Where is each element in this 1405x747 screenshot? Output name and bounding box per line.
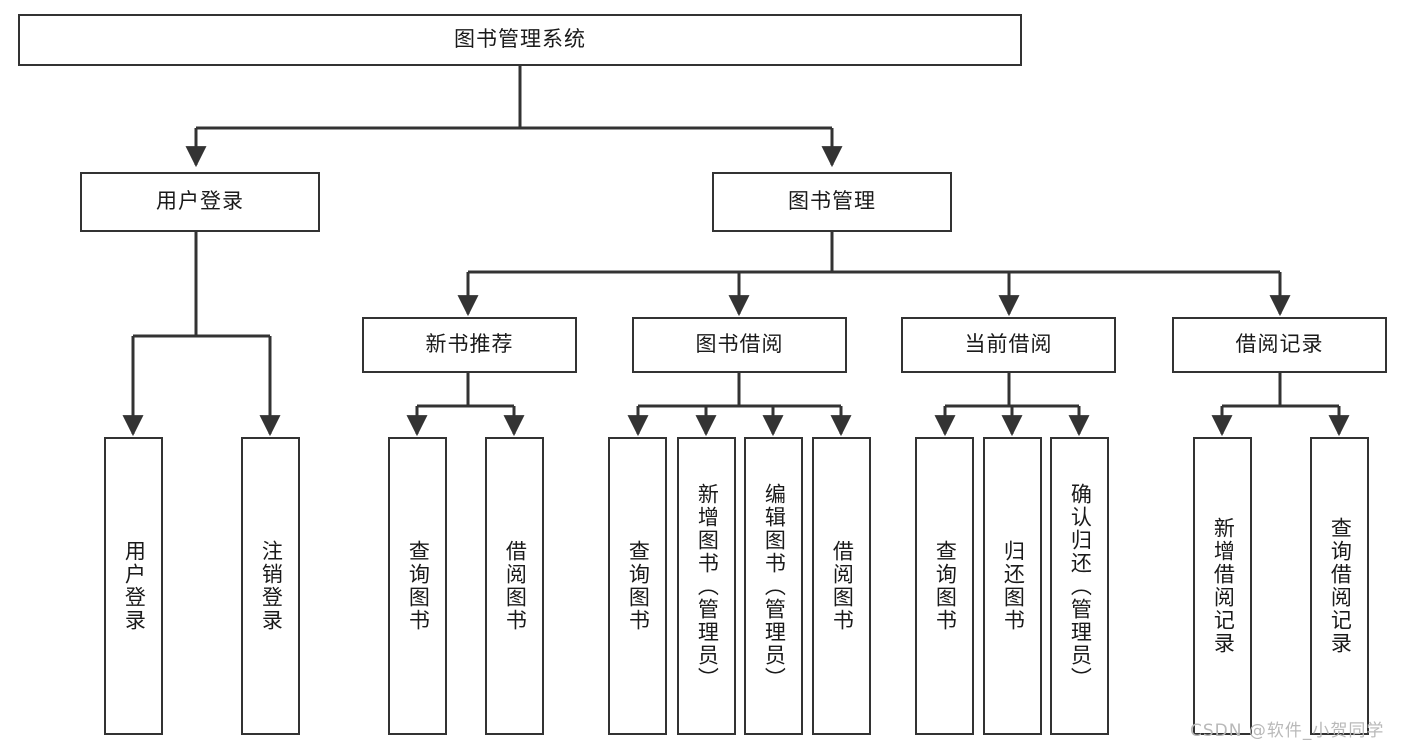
leaf-record-add-borrow-record[interactable]: 新增借阅记录	[1193, 437, 1252, 735]
node-label: 注销登录	[259, 540, 284, 632]
leaf-recommend-borrow-book[interactable]: 借阅图书	[485, 437, 544, 735]
node-root-system[interactable]: 图书管理系统	[18, 14, 1022, 66]
node-label: 归还图书	[1001, 540, 1026, 632]
node-new-book-recommend[interactable]: 新书推荐	[362, 317, 577, 373]
leaf-current-return-book[interactable]: 归还图书	[983, 437, 1042, 735]
leaf-borrow-edit-book-admin[interactable]: 编辑图书（管理员）	[744, 437, 803, 735]
leaf-current-query-book[interactable]: 查询图书	[915, 437, 974, 735]
node-label: 查询借阅记录	[1328, 517, 1353, 655]
node-label: 当前借阅	[964, 332, 1053, 357]
node-label: 借阅记录	[1235, 332, 1324, 357]
node-label: 查询图书	[626, 540, 651, 632]
node-label: 借阅图书	[830, 540, 855, 632]
node-label: 确认归还（管理员）	[1068, 482, 1093, 690]
node-label: 图书借阅	[695, 332, 784, 357]
node-label: 新增图书（管理员）	[695, 482, 720, 690]
node-label: 新书推荐	[425, 332, 514, 357]
node-label: 查询图书	[933, 540, 958, 632]
leaf-borrow-add-book-admin[interactable]: 新增图书（管理员）	[677, 437, 736, 735]
leaf-user-login[interactable]: 用户登录	[104, 437, 163, 735]
csdn-watermark: CSDN @软件_小贺同学	[1190, 721, 1385, 741]
node-borrow-record[interactable]: 借阅记录	[1172, 317, 1387, 373]
node-label: 用户登录	[156, 189, 244, 214]
leaf-record-query-borrow-record[interactable]: 查询借阅记录	[1310, 437, 1369, 735]
leaf-borrow-borrow-book[interactable]: 借阅图书	[812, 437, 871, 735]
leaf-user-logout[interactable]: 注销登录	[241, 437, 300, 735]
node-label: 图书管理	[788, 189, 876, 214]
leaf-recommend-query-book[interactable]: 查询图书	[388, 437, 447, 735]
node-label: 借阅图书	[503, 540, 528, 632]
node-label: 查询图书	[406, 540, 431, 632]
node-book-management[interactable]: 图书管理	[712, 172, 952, 232]
node-user-login[interactable]: 用户登录	[80, 172, 320, 232]
node-label: 图书管理系统	[454, 27, 586, 52]
leaf-current-confirm-return-admin[interactable]: 确认归还（管理员）	[1050, 437, 1109, 735]
node-book-borrow[interactable]: 图书借阅	[632, 317, 847, 373]
node-label: 新增借阅记录	[1211, 517, 1236, 655]
node-label: 用户登录	[122, 540, 147, 632]
leaf-borrow-query-book[interactable]: 查询图书	[608, 437, 667, 735]
node-current-borrow[interactable]: 当前借阅	[901, 317, 1116, 373]
node-label: 编辑图书（管理员）	[762, 482, 787, 690]
